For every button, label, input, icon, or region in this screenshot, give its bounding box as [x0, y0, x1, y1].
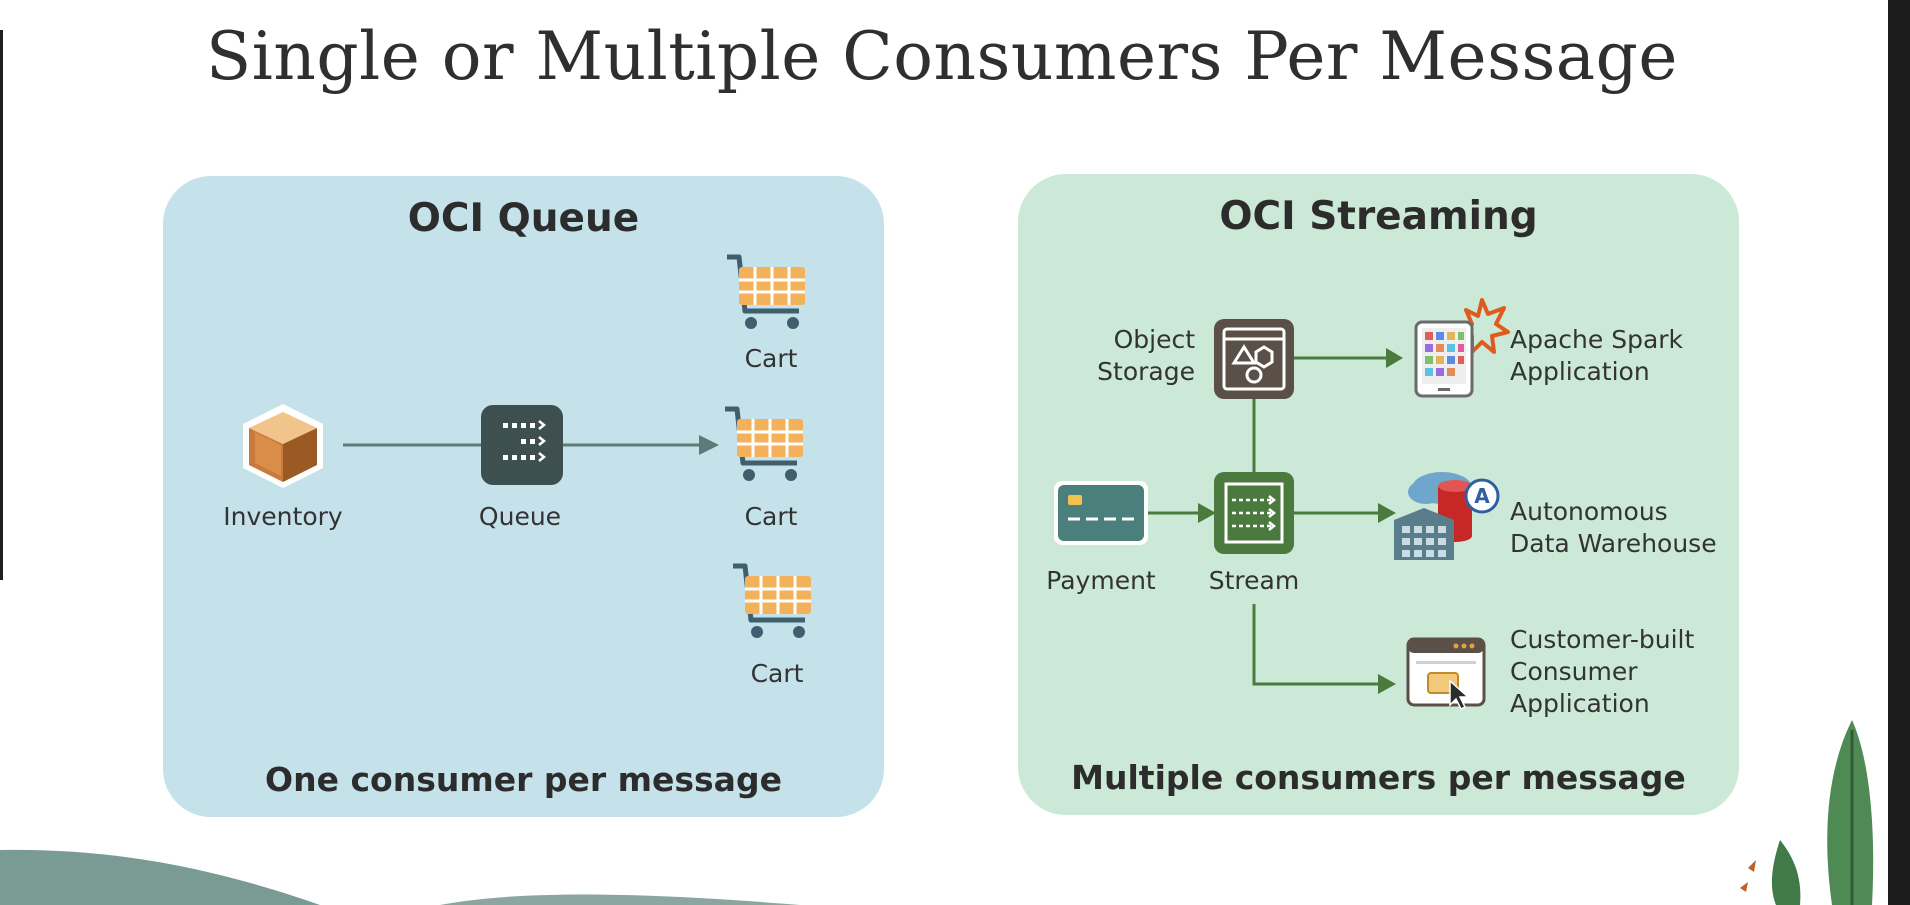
- arrow-head: [1198, 503, 1216, 523]
- oci-queue-panel: OCI Queue Inventory Queue Cart: [163, 176, 884, 817]
- panel-caption: Multiple consumers per message: [1071, 758, 1686, 797]
- stream-icon: [1214, 472, 1294, 554]
- panel-title: OCI Streaming: [1219, 194, 1538, 239]
- queue-connectors: [343, 435, 719, 455]
- decorative-fern-icon: [1740, 720, 1874, 905]
- queue-icon: [481, 405, 563, 485]
- object-storage-icon: [1214, 319, 1294, 399]
- arrow-head: [1384, 348, 1403, 368]
- cart-icon: [725, 406, 803, 481]
- right-edge-bar: [1888, 0, 1910, 905]
- cart-icon: [727, 254, 805, 329]
- label-cart-middle: Cart: [744, 502, 798, 531]
- svg-text:A: A: [1474, 484, 1490, 508]
- label-stream: Stream: [1208, 566, 1300, 595]
- label-queue: Queue: [478, 502, 562, 531]
- arrow-head: [1378, 503, 1396, 523]
- stream-connectors: [1148, 348, 1403, 694]
- slide-title: Single or Multiple Consumers Per Message: [206, 18, 1678, 95]
- arrow-head: [1378, 674, 1396, 694]
- autonomous-data-warehouse-icon: A: [1394, 472, 1500, 560]
- custom-app-window-icon: [1406, 637, 1486, 711]
- left-edge-bar: [0, 30, 3, 580]
- spark-app-icon: [1414, 298, 1510, 398]
- cart-icon: [733, 563, 811, 638]
- label-object-storage: Object Storage: [1097, 325, 1195, 386]
- label-cart-bottom: Cart: [750, 659, 804, 688]
- connector-stream-custom-app: [1252, 604, 1380, 686]
- oci-streaming-panel: OCI Streaming Object Storage Payment: [1018, 174, 1739, 815]
- decorative-landscape: [0, 849, 800, 905]
- arrow-head: [699, 435, 719, 455]
- label-payment: Payment: [1046, 566, 1156, 595]
- box-icon: [243, 404, 323, 488]
- panel-caption: One consumer per message: [265, 760, 782, 799]
- panel-title: OCI Queue: [407, 196, 640, 241]
- payment-card-icon: [1054, 481, 1148, 545]
- label-inventory: Inventory: [223, 502, 343, 531]
- label-cart-top: Cart: [744, 344, 798, 373]
- label-custom-app: Customer-built Consumer Application: [1510, 625, 1695, 718]
- label-spark-app: Apache Spark Application: [1510, 325, 1684, 386]
- label-autonomous-data-warehouse: Autonomous Data Warehouse: [1510, 497, 1717, 558]
